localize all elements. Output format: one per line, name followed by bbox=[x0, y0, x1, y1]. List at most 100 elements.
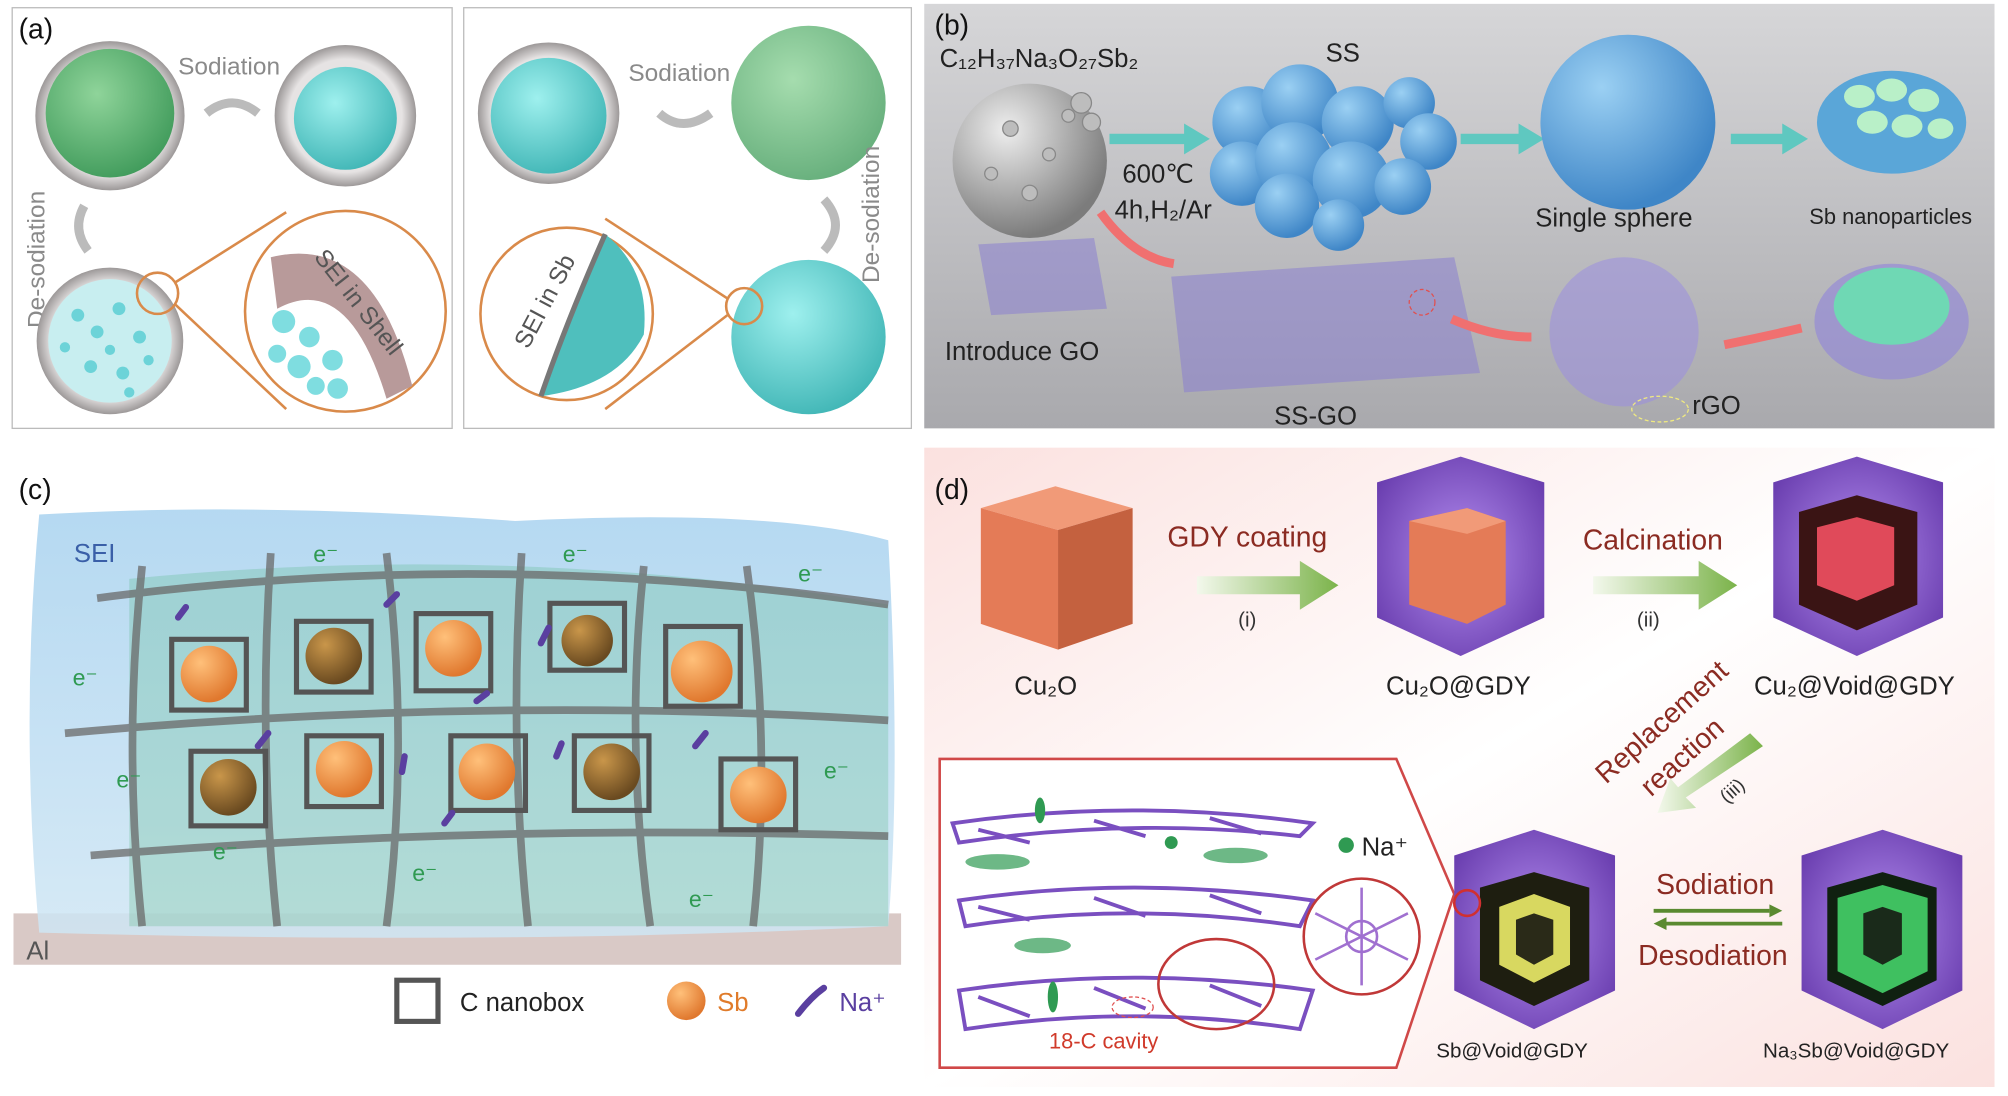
step1-number: (i) bbox=[1238, 608, 1256, 631]
ss-label: SS bbox=[1326, 40, 1360, 68]
nanobox-sb bbox=[188, 748, 269, 829]
arrow-icon bbox=[1196, 560, 1339, 610]
curved-arrow-icon bbox=[820, 196, 840, 254]
sb-sphere bbox=[490, 57, 607, 174]
na-ions bbox=[174, 591, 709, 827]
ss-go-label: SS-GO bbox=[1274, 403, 1357, 431]
sb-nanoparticles bbox=[1844, 78, 1954, 139]
arrow-icon bbox=[1096, 209, 1175, 269]
rgo-label: rGO bbox=[1692, 392, 1741, 420]
shell-wall bbox=[270, 253, 413, 399]
electron-label: e⁻ bbox=[412, 860, 437, 886]
electron-label: e⁻ bbox=[116, 766, 141, 792]
single-sphere bbox=[1540, 34, 1716, 210]
legend-nanobox-icon bbox=[394, 977, 441, 1024]
sb-core-sphere bbox=[293, 66, 397, 170]
step2-number: (ii) bbox=[1637, 608, 1660, 631]
zoom-marker bbox=[135, 271, 180, 316]
sei-label: SEI bbox=[74, 540, 115, 568]
sodiation-label: Sodiation bbox=[628, 60, 730, 87]
legend-sb-label: Sb bbox=[717, 989, 748, 1017]
zoom-marker bbox=[1452, 888, 1482, 918]
rgo-marker bbox=[1631, 395, 1689, 423]
legend-sb-icon bbox=[666, 981, 706, 1021]
panel-c-label: (c) bbox=[19, 473, 52, 505]
nanobox-sb bbox=[413, 611, 494, 694]
al-label: Al bbox=[26, 938, 49, 966]
cu2o-cube bbox=[980, 486, 1133, 650]
atmosphere-label: 4h,H₂/Ar bbox=[1115, 197, 1213, 225]
zoom-marker bbox=[724, 286, 764, 326]
surface-bumps bbox=[984, 91, 1102, 202]
na3sb-void-gdy-label: Na₃Sb@Void@GDY bbox=[1763, 1039, 1950, 1062]
sb-nanoparticles bbox=[59, 302, 154, 398]
sodiated-sphere bbox=[45, 48, 175, 178]
na-ion-particles bbox=[965, 797, 1268, 1013]
nanobox-sb bbox=[547, 600, 628, 673]
panel-c: (c) SEI Al e⁻ e⁻ e⁻ e⁻ e⁻ e⁻ e⁻ e⁻ e⁻ bbox=[13, 473, 902, 1024]
sb-void-gdy-particle bbox=[1454, 829, 1616, 1030]
nanobox-grid bbox=[169, 600, 799, 833]
arrow-icon bbox=[1730, 123, 1808, 155]
legend-na-icon bbox=[794, 984, 828, 1017]
cu2o-gdy-particle bbox=[1377, 456, 1545, 657]
na3sb-void-gdy-particle bbox=[1801, 829, 1963, 1030]
legend-nanobox-label: C nanobox bbox=[460, 989, 585, 1017]
temperature-label: 600℃ bbox=[1122, 161, 1194, 189]
electron-label: e⁻ bbox=[824, 757, 849, 783]
expanded-sphere bbox=[731, 25, 886, 181]
arrow-icon bbox=[1593, 560, 1738, 610]
sb-nanoparticle-core bbox=[1833, 267, 1950, 345]
carbon-framework bbox=[64, 552, 889, 927]
curved-arrow-icon bbox=[203, 98, 261, 117]
gdy-layer-zoom: Na⁺ 18-C cavity bbox=[938, 757, 1456, 1069]
sodiation-label: Sodiation bbox=[1656, 868, 1774, 900]
gdy-layers bbox=[949, 808, 1317, 1032]
na-ion-label: Na⁺ bbox=[1362, 833, 1408, 861]
nanobox-sb bbox=[304, 733, 384, 810]
arrow-icon bbox=[1449, 314, 1532, 342]
panel-a-label: (a) bbox=[19, 13, 54, 45]
go-sheets bbox=[978, 237, 1107, 316]
electron-label: e⁻ bbox=[798, 560, 823, 586]
electron-labels: e⁻ e⁻ e⁻ e⁻ e⁻ e⁻ e⁻ e⁻ e⁻ bbox=[73, 541, 849, 912]
porous-sb-core bbox=[48, 279, 172, 403]
single-sphere-label: Single sphere bbox=[1535, 204, 1692, 232]
arrow-icon bbox=[1723, 323, 1803, 350]
nanobox-sb bbox=[448, 733, 529, 813]
nanobox-sb bbox=[571, 733, 652, 813]
na-ion-icon bbox=[1338, 837, 1354, 853]
electron-label: e⁻ bbox=[213, 838, 238, 864]
curved-arrow-icon bbox=[74, 203, 92, 254]
rgo-wrapped-sphere bbox=[1549, 257, 1699, 407]
cu-void-gdy-label: Cu₂@Void@GDY bbox=[1754, 673, 1955, 701]
electron-label: e⁻ bbox=[689, 886, 714, 912]
desodiation-label: Desodiation bbox=[1638, 939, 1787, 971]
introduce-go-label: Introduce GO bbox=[945, 338, 1099, 366]
electron-label: e⁻ bbox=[73, 665, 98, 691]
zoom-marker bbox=[1157, 937, 1276, 1031]
sb-nanoparticles-label: Sb nanoparticles bbox=[1809, 204, 1972, 229]
legend-na-label: Na⁺ bbox=[839, 989, 885, 1017]
electron-label: e⁻ bbox=[313, 541, 338, 567]
nanobox-sb bbox=[718, 756, 799, 833]
step1-label: GDY coating bbox=[1167, 521, 1327, 553]
sb-nanoparticles-zoom bbox=[268, 310, 348, 399]
curved-arrow-icon bbox=[656, 109, 714, 128]
desodiated-sphere bbox=[731, 259, 886, 415]
arrow-icon bbox=[1109, 123, 1210, 155]
cavity-marker bbox=[1111, 996, 1154, 1019]
panel-b-label: (b) bbox=[935, 9, 970, 41]
electron-label: e⁻ bbox=[563, 541, 588, 567]
nanobox-sb bbox=[169, 636, 249, 713]
panel-a: (a) Sodiation De-sodiation SEI in Shell … bbox=[11, 7, 913, 430]
sb-wall bbox=[540, 234, 645, 397]
nanobox-sb bbox=[663, 623, 743, 709]
cu2o-gdy-label: Cu₂O@GDY bbox=[1386, 673, 1531, 701]
ss-go-composite bbox=[1171, 257, 1480, 393]
nanobox-sb bbox=[293, 618, 374, 695]
ss-spheres-cluster bbox=[1209, 64, 1457, 251]
cu2o-label: Cu₂O bbox=[1014, 673, 1077, 701]
desodiation-label: De-sodiation bbox=[23, 191, 50, 328]
